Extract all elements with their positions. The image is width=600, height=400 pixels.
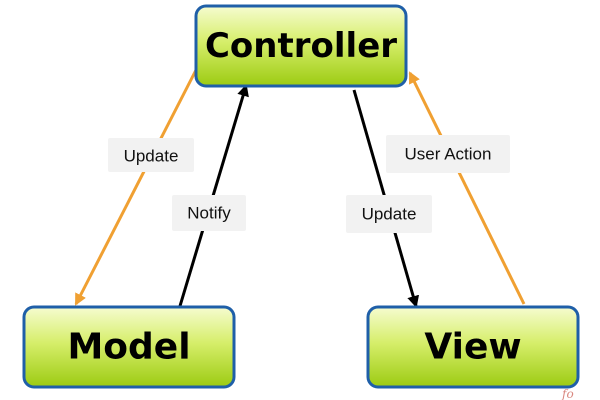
edge-label-user-action: User Action — [386, 135, 510, 173]
edge-label-update-model: Update — [108, 138, 194, 172]
node-model-label: Model — [67, 327, 190, 368]
edge-label-update-view: Update — [346, 195, 432, 233]
edge-controller-to-model-arrow — [74, 69, 198, 306]
watermark: fo — [561, 387, 574, 400]
node-controller: Controller — [194, 4, 408, 88]
node-view: View — [366, 305, 580, 389]
edge-label-notify-text: Notify — [187, 204, 231, 223]
node-view-label: View — [424, 327, 521, 368]
node-controller-label: Controller — [205, 26, 397, 66]
edge-label-notify: Notify — [172, 195, 246, 231]
node-model: Model — [22, 305, 236, 389]
edge-view-to-controller-arrow — [408, 71, 526, 305]
edge-label-update-model-text: Update — [124, 147, 179, 166]
edge-label-user-action-text: User Action — [405, 145, 492, 164]
edge-label-update-view-text: Update — [362, 205, 417, 224]
